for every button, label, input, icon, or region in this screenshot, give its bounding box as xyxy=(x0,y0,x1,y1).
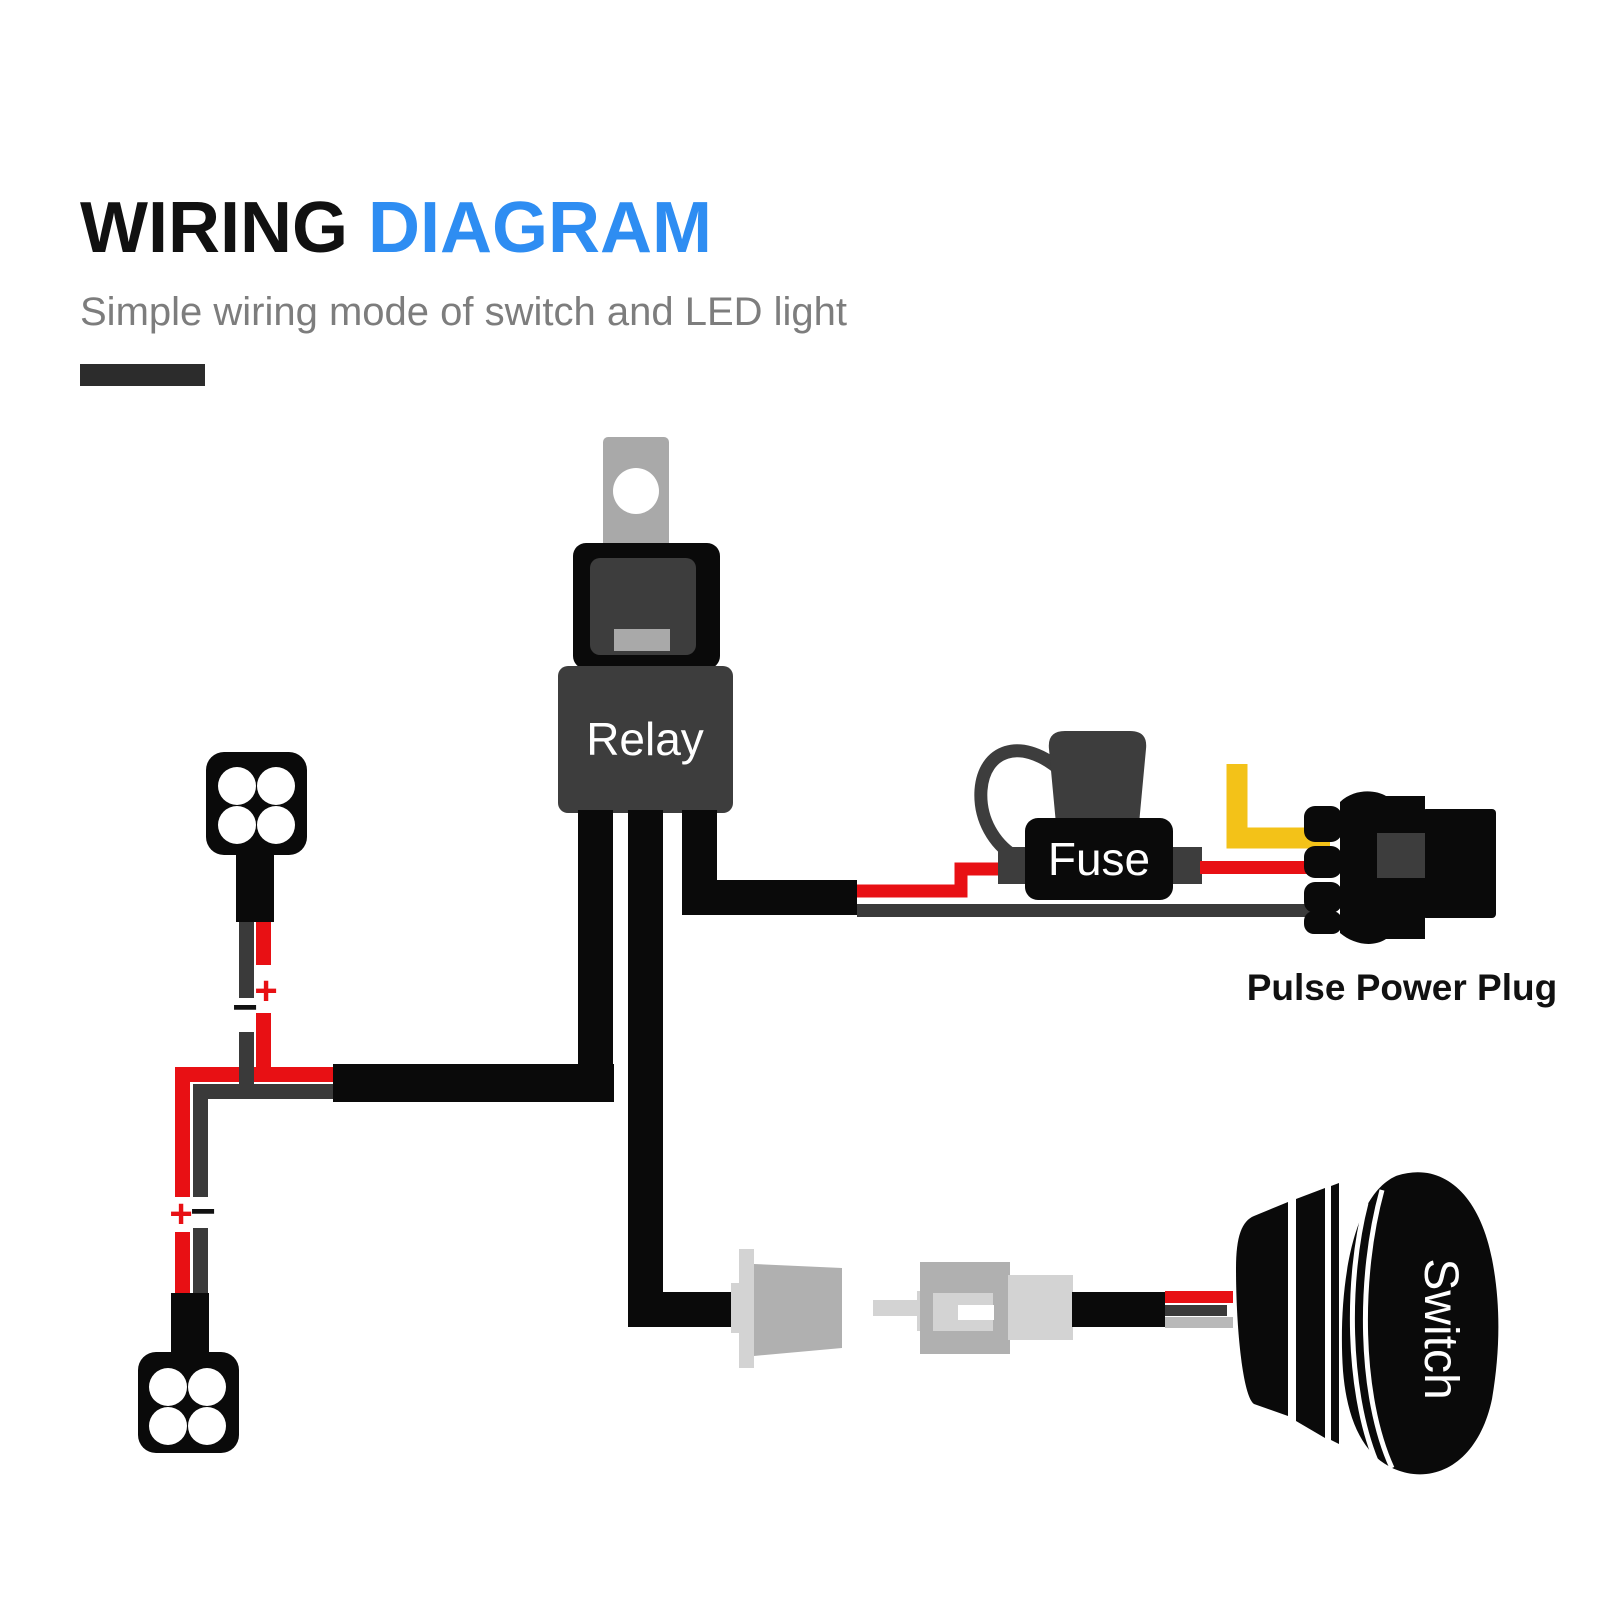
relay-wire-right-horizontal xyxy=(682,880,857,915)
led2-positive-wire-lower xyxy=(175,1232,190,1294)
female-connector-pin xyxy=(873,1300,923,1316)
led2-negative-wire-upper xyxy=(193,1084,208,1197)
power-yellow-wire xyxy=(1226,764,1330,849)
male-connector-flange xyxy=(739,1249,754,1368)
led2-lamp-3 xyxy=(149,1407,187,1445)
female-connector-cap xyxy=(1008,1275,1073,1340)
led1-negative-wire-lower xyxy=(239,1032,254,1099)
relay-wires xyxy=(578,810,857,1327)
switch-body-segment-2 xyxy=(1296,1188,1325,1438)
female-connector-notch xyxy=(958,1305,994,1320)
switch-body-segment-1 xyxy=(1236,1202,1288,1416)
led2-connector xyxy=(171,1293,209,1354)
plug-recess xyxy=(1377,833,1425,878)
led1-lamp-1 xyxy=(218,767,256,805)
led-branch: + − + − xyxy=(138,752,614,1453)
led1-housing xyxy=(206,752,307,855)
fuse-holder-cap xyxy=(1048,731,1147,824)
switch-bezel-strip xyxy=(1331,1183,1339,1444)
fuse-label: Fuse xyxy=(1048,833,1150,885)
relay-label: Relay xyxy=(586,713,704,765)
led1-lamp-4 xyxy=(257,806,295,844)
plug-rear-block xyxy=(1422,809,1496,918)
led2-negative-wire-lower xyxy=(193,1228,208,1294)
switch-rocker-face xyxy=(1341,1172,1499,1475)
relay-wire-middle-vertical xyxy=(628,810,663,1327)
relay-wire-middle-horizontal xyxy=(628,1292,734,1327)
power-ground-wire xyxy=(857,904,1327,917)
fuse-pigtail-wire xyxy=(974,744,1065,863)
relay-unit: Relay xyxy=(558,437,733,813)
led2-lamp-4 xyxy=(188,1407,226,1445)
relay-socket-latch xyxy=(614,629,670,651)
led2-lamp-2 xyxy=(188,1368,226,1406)
plug-label: Pulse Power Plug xyxy=(1247,967,1557,1008)
switch-branch xyxy=(731,1249,1233,1368)
led-junction-black-wire xyxy=(193,1084,335,1099)
led1-lamp-3 xyxy=(218,806,256,844)
page-header: WIRING DIAGRAM Simple wiring mode of swi… xyxy=(80,192,847,386)
led-junction-red-wire xyxy=(175,1067,335,1082)
led-pod-2 xyxy=(138,1352,239,1453)
led2-plus-symbol: + xyxy=(169,1192,192,1236)
switch-face-stripe-2 xyxy=(1362,1189,1395,1470)
plug-prong-2 xyxy=(1304,846,1342,878)
pulse-power-plug: Pulse Power Plug xyxy=(1247,791,1557,1008)
plug-prong-3 xyxy=(1304,882,1342,913)
led1-minus-symbol: − xyxy=(232,983,258,1032)
plug-prong-4 xyxy=(1304,911,1342,934)
led2-lamp-1 xyxy=(149,1368,187,1406)
led-harness-wire xyxy=(333,1064,614,1102)
title-primary: WIRING xyxy=(80,188,368,268)
plug-prong-1 xyxy=(1304,806,1342,842)
switch-black-wire xyxy=(1165,1305,1227,1316)
fuse-branch: Fuse xyxy=(857,731,1330,917)
led2-positive-wire-upper xyxy=(175,1067,190,1197)
led-pod-1 xyxy=(206,752,307,855)
title-accent: DIAGRAM xyxy=(367,188,712,268)
rocker-switch: Switch xyxy=(1236,1172,1499,1475)
switch-red-wire xyxy=(1165,1291,1233,1303)
male-connector-body xyxy=(754,1264,842,1356)
led2-minus-symbol: − xyxy=(190,1187,216,1236)
relay-mount-hole xyxy=(613,468,659,514)
title-underline-bar xyxy=(80,364,205,386)
relay-wire-left-vertical xyxy=(578,810,613,1102)
relay-body xyxy=(558,666,733,813)
switch-face-stripe-1 xyxy=(1349,1202,1379,1462)
led1-positive-wire-upper xyxy=(256,920,271,965)
led1-positive-wire-lower xyxy=(256,1013,271,1070)
switch-label: Switch xyxy=(1414,1258,1467,1399)
led1-connector xyxy=(236,855,274,922)
fuse-body xyxy=(1025,818,1173,900)
male-connector-step xyxy=(731,1283,740,1333)
power-red-wire-right xyxy=(1200,861,1325,874)
led1-negative-wire-upper xyxy=(239,920,254,998)
switch-gray-wire xyxy=(1165,1317,1233,1328)
power-red-wire-left xyxy=(857,862,1010,898)
switch-harness-wire xyxy=(1072,1292,1165,1327)
page-title: WIRING DIAGRAM xyxy=(80,192,847,264)
led1-lamp-2 xyxy=(257,767,295,805)
led1-plus-symbol: + xyxy=(254,969,277,1013)
page-subtitle: Simple wiring mode of switch and LED lig… xyxy=(80,290,848,334)
